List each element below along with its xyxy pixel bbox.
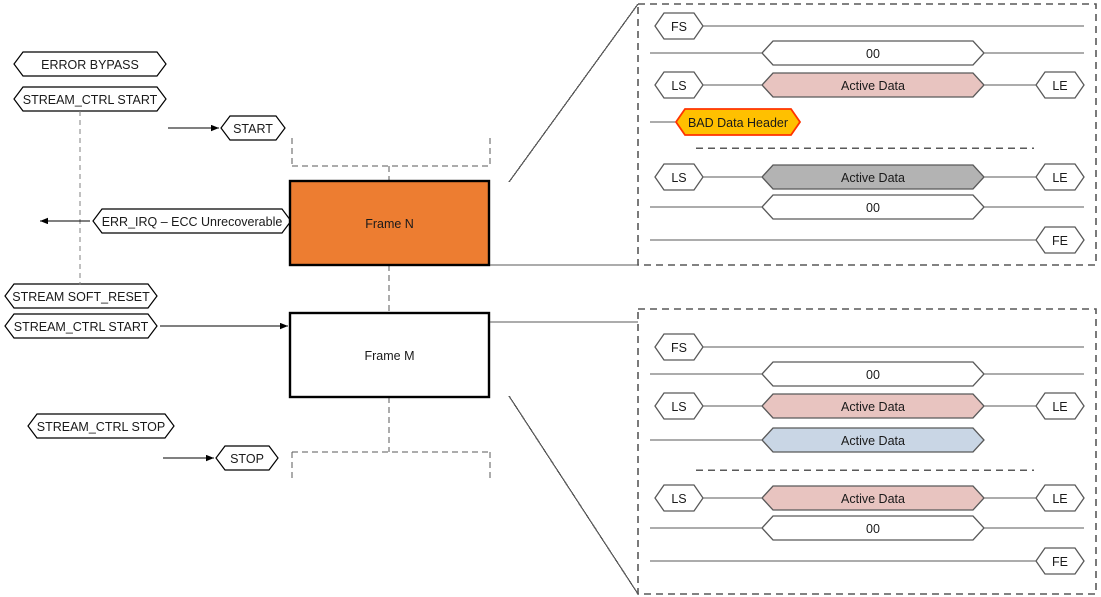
data-cell-panel-frame-m-row-5[interactable] bbox=[761, 515, 985, 541]
lane-tag-panel-frame-n-row-6[interactable] bbox=[1035, 226, 1085, 254]
frame-block-frame-m[interactable] bbox=[288, 311, 491, 399]
bad-data-header-flag-panel-frame-n-row-3[interactable] bbox=[674, 108, 802, 136]
data-cell-panel-frame-n-row-1[interactable] bbox=[761, 40, 985, 66]
signal-stream-soft-reset[interactable] bbox=[4, 283, 158, 309]
data-cell-panel-frame-n-row-5[interactable] bbox=[761, 194, 985, 220]
data-cell-panel-frame-m-row-2[interactable] bbox=[761, 393, 985, 419]
frame-block-frame-n[interactable] bbox=[288, 179, 491, 267]
data-cell-panel-frame-m-row-4[interactable] bbox=[761, 485, 985, 511]
state-tag-stop-tag[interactable] bbox=[215, 445, 279, 471]
lane-tag-left-panel-frame-n-row-4[interactable] bbox=[654, 163, 704, 191]
leader-frame-m-bottom bbox=[508, 395, 639, 595]
lane-tag-left-panel-frame-n-row-2[interactable] bbox=[654, 71, 704, 99]
lane-tag-right-panel-frame-n-row-2[interactable] bbox=[1035, 71, 1085, 99]
data-cell-panel-frame-m-row-3[interactable] bbox=[761, 427, 985, 453]
detail-panel-panel-frame-n bbox=[637, 3, 1097, 266]
lane-tag-right-panel-frame-n-row-4[interactable] bbox=[1035, 163, 1085, 191]
signal-error-bypass[interactable] bbox=[13, 51, 167, 77]
lane-tag-panel-frame-n-row-0[interactable] bbox=[654, 12, 704, 40]
data-cell-panel-frame-m-row-1[interactable] bbox=[761, 361, 985, 387]
signal-stream-ctrl-start-2[interactable] bbox=[4, 313, 158, 339]
signal-stream-ctrl-start-1[interactable] bbox=[13, 86, 167, 112]
detail-panel-panel-frame-m bbox=[637, 308, 1097, 595]
signal-err-irq[interactable] bbox=[92, 208, 292, 234]
lane-tag-left-panel-frame-m-row-4[interactable] bbox=[654, 484, 704, 512]
data-cell-panel-frame-n-row-2[interactable] bbox=[761, 72, 985, 98]
data-cell-panel-frame-n-row-4[interactable] bbox=[761, 164, 985, 190]
lane-tag-right-panel-frame-m-row-4[interactable] bbox=[1035, 484, 1085, 512]
lane-tag-right-panel-frame-m-row-2[interactable] bbox=[1035, 392, 1085, 420]
lane-tag-panel-frame-m-row-6[interactable] bbox=[1035, 547, 1085, 575]
lane-tag-panel-frame-m-row-0[interactable] bbox=[654, 333, 704, 361]
leader-frame-n-top bbox=[508, 3, 639, 183]
state-tag-start-tag[interactable] bbox=[220, 115, 286, 141]
signal-stream-ctrl-stop[interactable] bbox=[27, 413, 175, 439]
lane-tag-left-panel-frame-m-row-2[interactable] bbox=[654, 392, 704, 420]
